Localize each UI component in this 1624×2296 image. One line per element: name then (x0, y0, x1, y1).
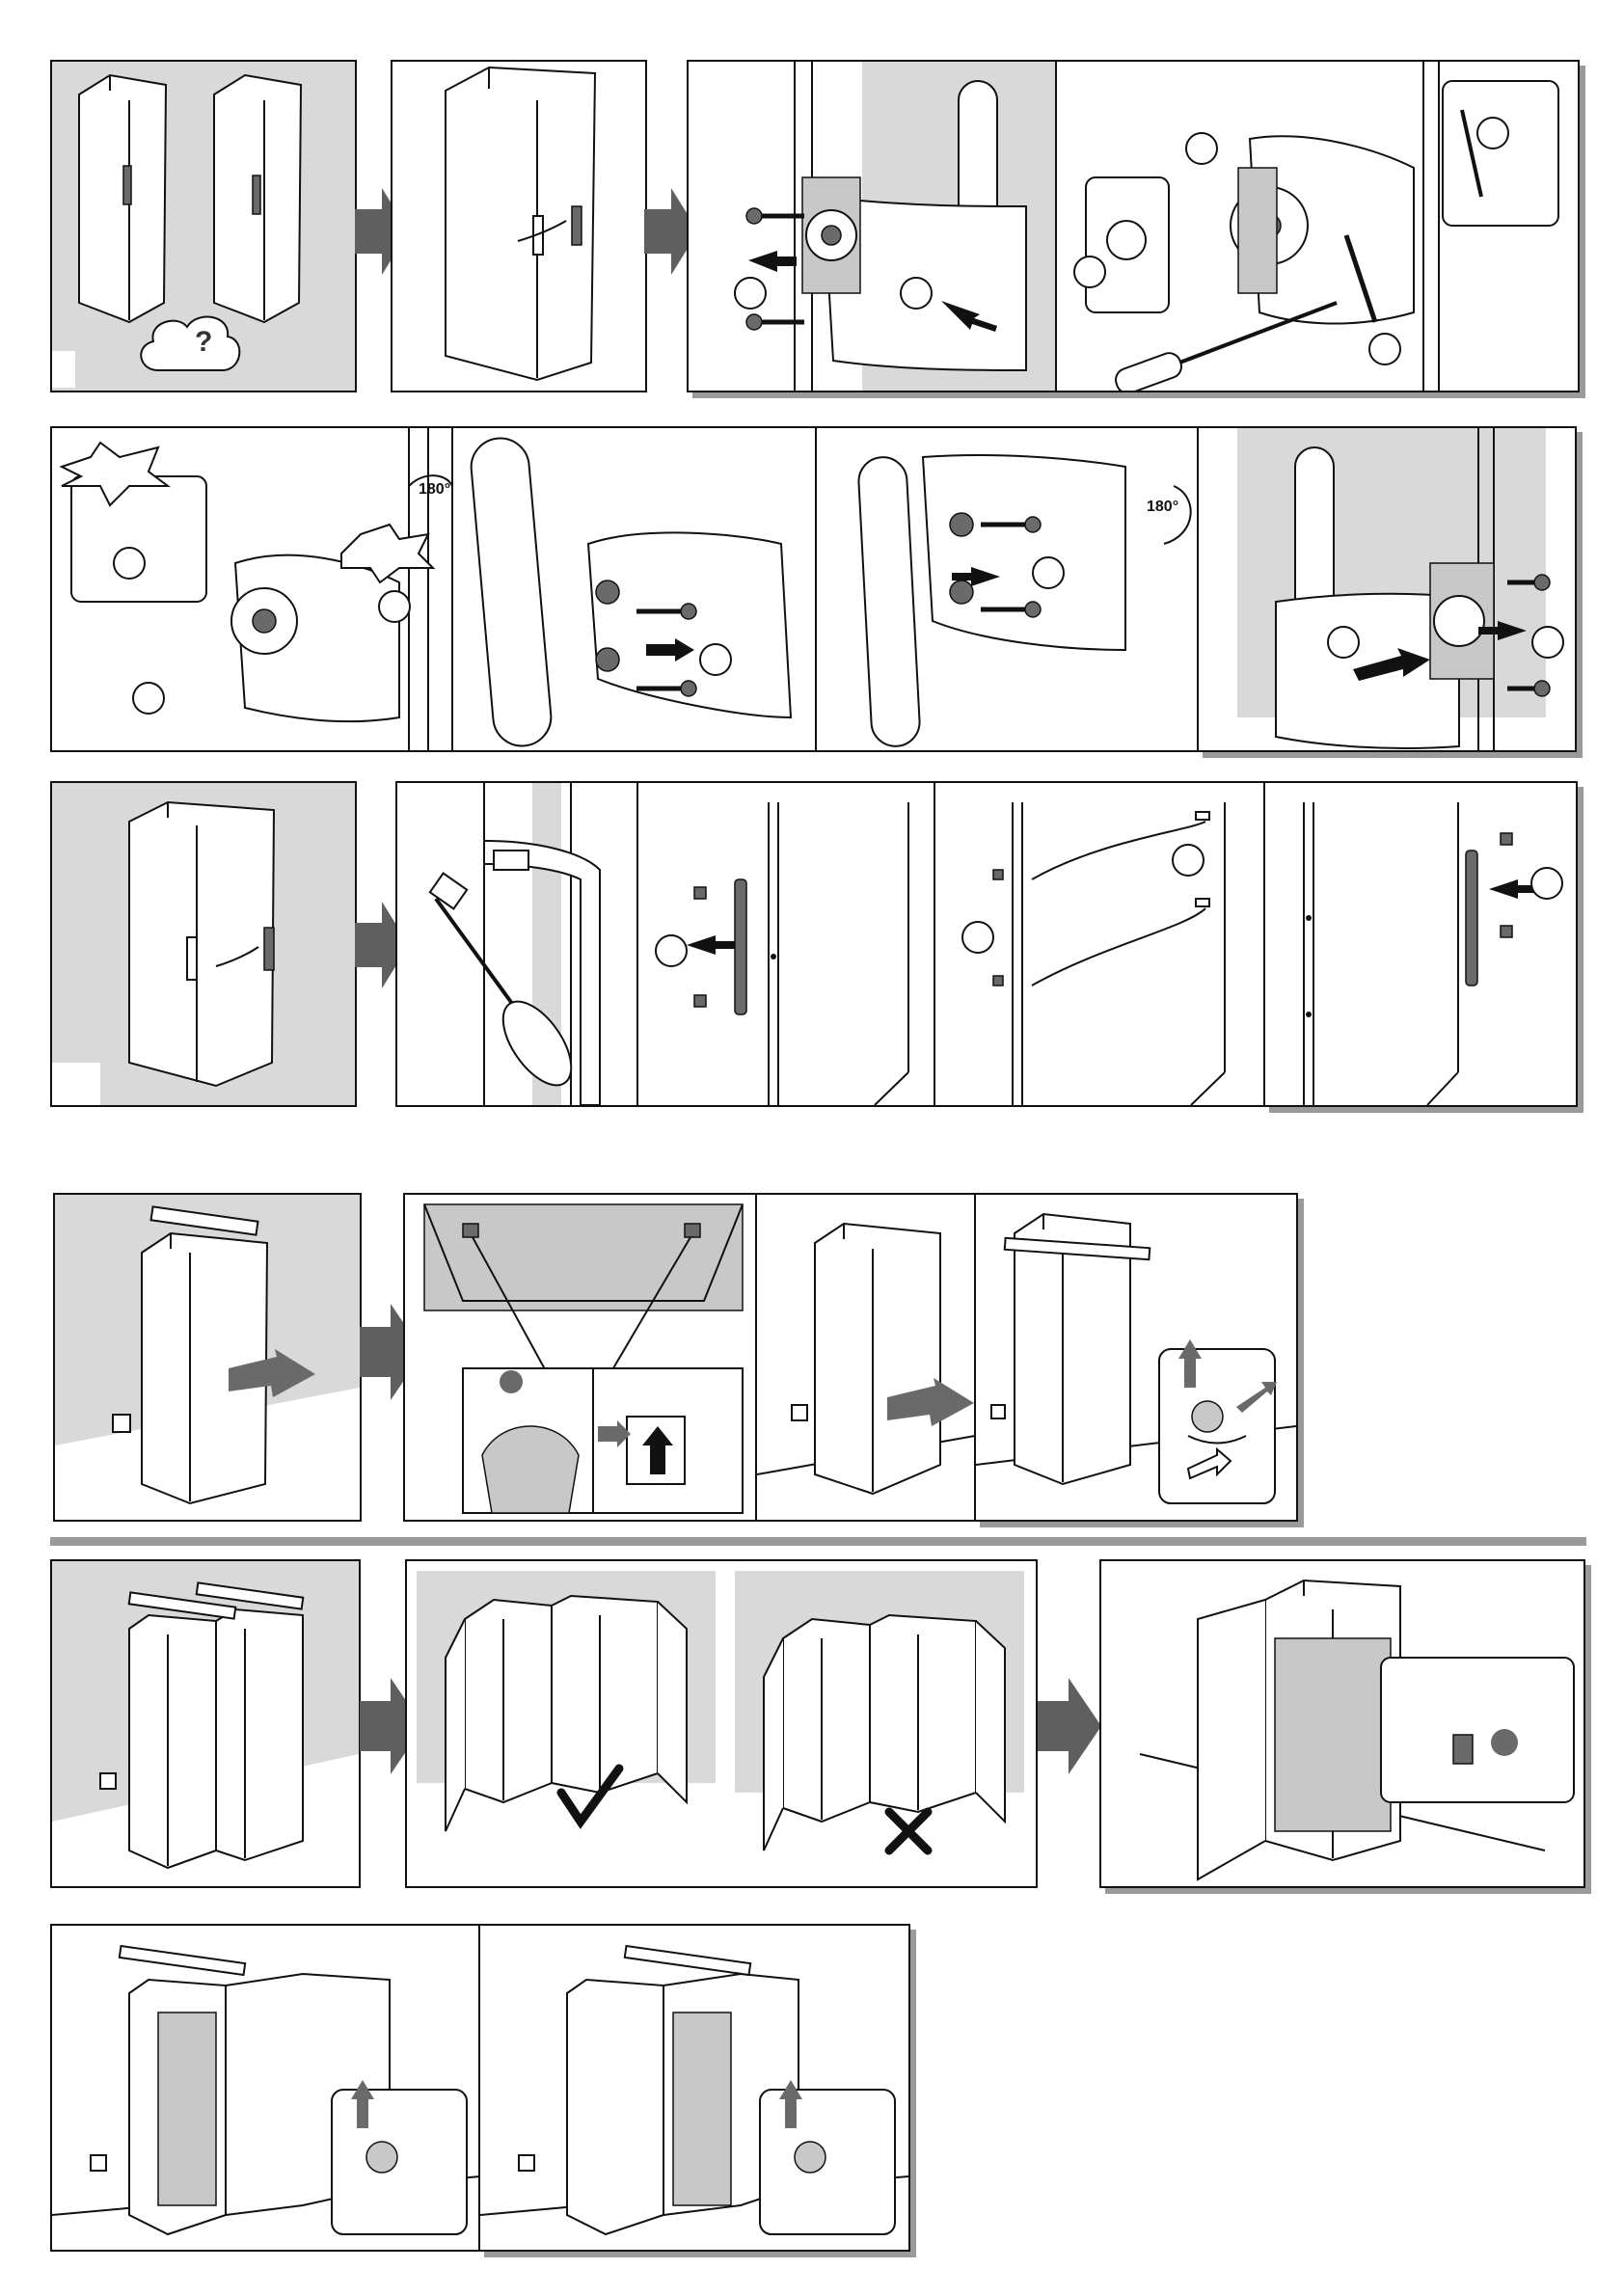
socket-icon (91, 2155, 106, 2171)
wrench-icon (1159, 1339, 1277, 1503)
panel-move-plugs (934, 781, 1266, 1107)
panel-refit-hinge-right: 180° (815, 426, 1201, 752)
panel-level-side-by-side-right (478, 1924, 910, 2252)
panel-level-side-by-side-left (50, 1924, 482, 2252)
rotation-label: 180° (419, 481, 450, 498)
step-arrow-6 (1038, 1678, 1101, 1774)
panel-door-orientation-check (405, 1559, 1038, 1888)
socket-icon (113, 1415, 130, 1432)
panel-spacer-fitting (403, 1193, 758, 1522)
panel-remove-handle-cap (395, 781, 640, 1107)
socket-icon (991, 1405, 1005, 1418)
socket-icon (519, 2155, 534, 2171)
panel-refit-hinge-cover (1197, 426, 1577, 752)
panel-remove-hinge-cover (687, 60, 1057, 392)
panel-door-side-choice: ? (50, 60, 357, 392)
panel-install-single (53, 1193, 362, 1522)
panel-refit-hinge-left (451, 426, 818, 752)
rotation-label: 180° (1147, 499, 1178, 515)
panel-push-to-wall (755, 1193, 977, 1522)
cross-icon (889, 1812, 928, 1850)
screwdriver-icon (1113, 303, 1337, 391)
section-divider (50, 1537, 1586, 1546)
panel-handle-unscrew (636, 781, 935, 1107)
socket-icon (792, 1405, 807, 1420)
panel-heater-connection (1099, 1559, 1585, 1888)
panel-swap-hinge-parts: 180° (50, 426, 455, 752)
question-mark: ? (195, 326, 212, 358)
panel-remove-hinge-screws (1055, 60, 1580, 392)
socket-icon (100, 1773, 116, 1789)
panel-refit-handle (1263, 781, 1578, 1107)
screwdriver-icon (436, 899, 584, 1096)
panel-side-by-side-overview (50, 1559, 361, 1888)
panel-door-opening (391, 60, 647, 392)
panel-handle-swap-overview (50, 781, 357, 1107)
panel-adjust-feet (974, 1193, 1298, 1522)
